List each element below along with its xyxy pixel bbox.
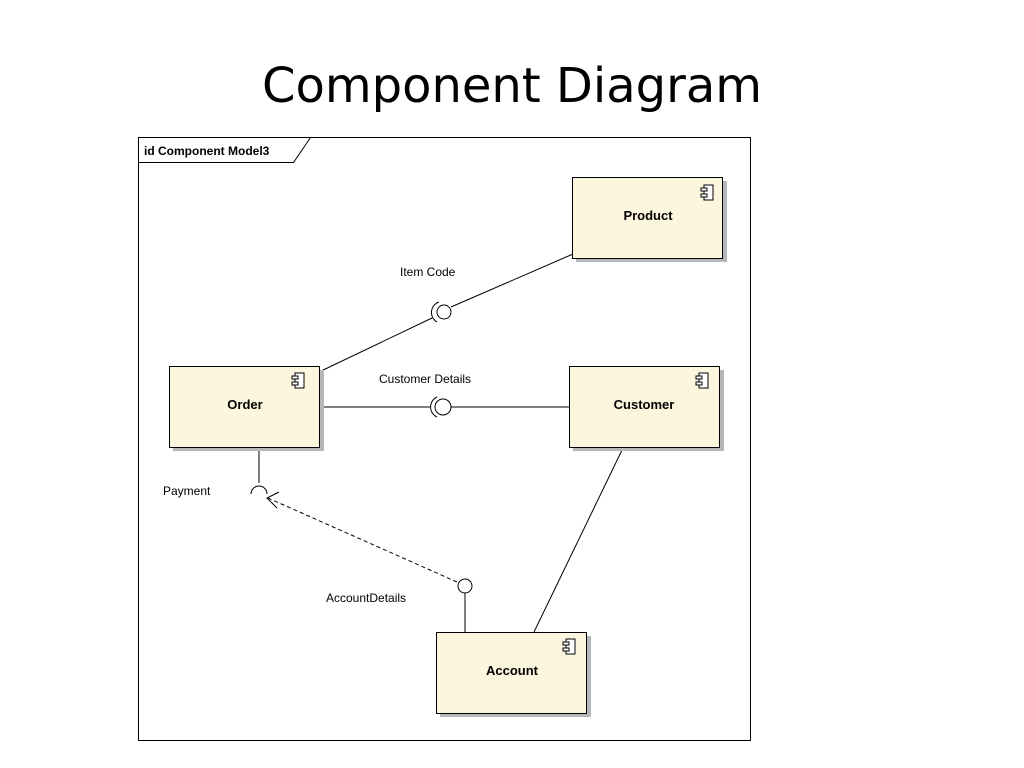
customer-details-required-icon: [430, 396, 438, 418]
order-label: Order: [227, 397, 262, 412]
component-product[interactable]: Product: [572, 177, 728, 263]
payment-label: Payment: [163, 484, 211, 498]
item-code-label: Item Code: [400, 265, 456, 279]
slide-title: Component Diagram: [261, 58, 762, 114]
component-account[interactable]: Account: [436, 632, 592, 718]
account-label: Account: [486, 663, 539, 678]
connector-customer-account: [533, 447, 624, 633]
component-customer[interactable]: Customer: [569, 366, 725, 452]
item-code-required-icon: [431, 301, 440, 323]
connector-order-itemcode: [318, 317, 433, 373]
frame-label: id Component Model3: [144, 144, 270, 158]
interface-symbols: [250, 301, 473, 594]
customer-details-provided-icon: [434, 398, 452, 416]
component-order[interactable]: Order: [169, 366, 325, 452]
connector-itemcode-product: [450, 253, 574, 308]
customer-label: Customer: [614, 397, 675, 412]
customer-details-label: Customer Details: [379, 372, 471, 386]
account-details-provided-icon: [457, 578, 473, 594]
dependency-arrowhead: [266, 491, 280, 509]
payment-required-icon: [250, 485, 268, 495]
item-code-provided-icon: [436, 304, 452, 320]
product-label: Product: [623, 208, 673, 223]
account-details-label: AccountDetails: [326, 591, 406, 605]
frame-label-tab: [138, 137, 311, 163]
connectors: [258, 253, 624, 633]
